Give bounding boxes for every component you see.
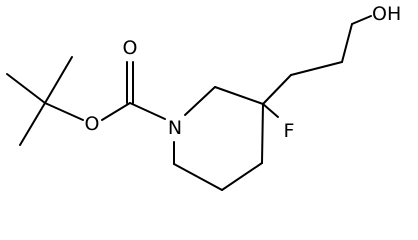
bond-chain-to-oh xyxy=(351,15,372,25)
atom-oxygen-carbonyl: O xyxy=(123,37,138,59)
bond-chain-1 xyxy=(262,74,292,105)
bond-c3-fluorine xyxy=(262,103,279,118)
bond-ring-c4-c5 xyxy=(221,162,263,191)
bond-oxygen-to-carbonyl xyxy=(101,102,131,121)
bond-tbu-to-oxygen xyxy=(44,102,84,121)
bond-tbu-methyl-down xyxy=(19,102,46,146)
bond-carbonyl-to-nitrogen xyxy=(129,102,166,120)
atom-oxygen-ester: O xyxy=(85,113,100,135)
chemical-structure: O O N F OH xyxy=(6,3,401,191)
bond-ring-n-c2 xyxy=(184,86,216,116)
bond-chain-3 xyxy=(341,23,353,63)
atom-nitrogen: N xyxy=(168,117,182,139)
bond-tbu-methyl-left xyxy=(6,73,46,104)
bond-ring-c2-c3 xyxy=(214,86,264,105)
bond-chain-2 xyxy=(290,61,343,76)
atom-hydroxyl: OH xyxy=(372,3,401,25)
bond-tbu-methyl-up xyxy=(44,56,73,104)
bond-ring-c5-c6 xyxy=(173,163,223,191)
atom-fluorine: F xyxy=(284,120,295,142)
bond-ring-c3-c4 xyxy=(261,103,264,164)
